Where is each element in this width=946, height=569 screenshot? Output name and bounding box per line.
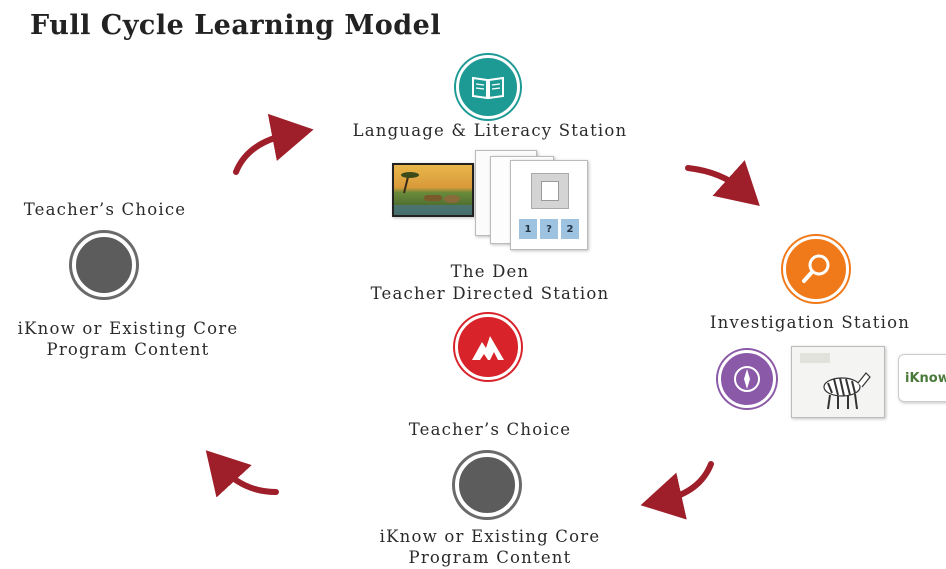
iknow-logo: iKnow	[898, 354, 946, 402]
bottom-choice-line2: Program Content	[408, 548, 572, 567]
left-choice-icon	[72, 233, 136, 297]
den-station-icon	[455, 314, 521, 380]
left-choice-line2: Program Content	[46, 340, 210, 359]
zebra-image	[791, 346, 885, 418]
compass-icon	[734, 366, 760, 392]
diagram-title: Full Cycle Learning Model	[30, 10, 442, 41]
language-station-label: Language & Literacy Station	[352, 121, 628, 140]
left-choice-line1: iKnow or Existing Core	[17, 319, 239, 338]
savanna-storybook-image	[392, 163, 474, 217]
bottom-choice-heading: Teacher’s Choice	[408, 420, 572, 439]
investigation-station-label: Investigation Station	[709, 313, 911, 332]
bottom-choice-line1: iKnow or Existing Core	[379, 527, 601, 546]
magnifying-glass-icon	[802, 254, 830, 283]
worksheet-card-3: 2	[561, 219, 579, 239]
worksheet-card-2: ?	[540, 219, 558, 239]
arrow-top-right	[685, 160, 760, 207]
open-book-icon	[472, 76, 504, 100]
worksheet-page-3: 1 ? 2	[510, 160, 588, 250]
arrow-bottom-left	[205, 450, 279, 498]
worksheet-picture-inner	[541, 181, 559, 201]
arrow-bottom-right	[640, 461, 714, 520]
bottom-choice-icon	[455, 453, 519, 517]
compass-badge	[718, 350, 776, 408]
worksheet-card-1: 1	[519, 219, 537, 239]
den-station-subtitle: Teacher Directed Station	[370, 284, 610, 303]
worksheet-picture-box	[531, 173, 569, 209]
den-station-name: The Den	[450, 262, 530, 281]
iknow-logo-text: iKnow	[905, 370, 946, 386]
arrow-top-left	[233, 113, 314, 175]
investigation-station-icon	[783, 236, 849, 302]
left-choice-heading: Teacher’s Choice	[23, 200, 187, 219]
mountain-icon	[472, 336, 504, 360]
language-station-icon	[456, 55, 520, 119]
